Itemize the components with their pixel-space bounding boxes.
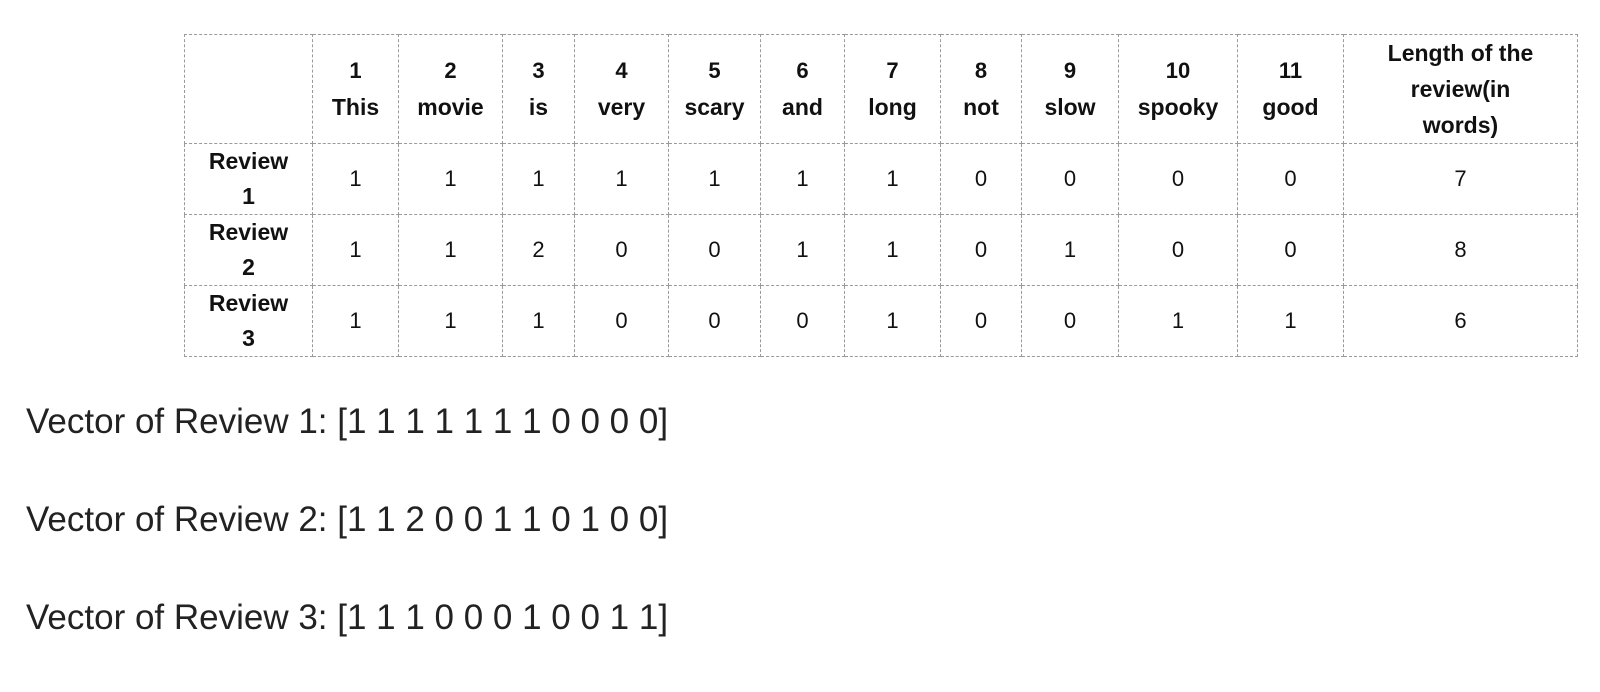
column-index: 9 <box>1063 58 1077 83</box>
column-index: 5 <box>708 58 721 83</box>
table-cell: 1 <box>398 214 503 286</box>
table-cell: 0 <box>574 285 669 357</box>
column-index: 6 <box>796 58 809 83</box>
length-cell: 8 <box>1343 214 1578 286</box>
table-cell: 0 <box>668 214 761 286</box>
vector-review-3: Vector of Review 3: [1 1 1 0 0 0 1 0 0 1… <box>26 598 669 637</box>
column-word: slow <box>1044 94 1096 120</box>
bag-of-words-table: 1 This 2 movie 3 is 4 very 5 scary <box>184 34 1578 357</box>
table-cell: 1 <box>312 214 399 286</box>
column-header-length: Length of the review(in words) <box>1343 34 1578 144</box>
column-index: 11 <box>1278 58 1303 83</box>
column-word: long <box>868 94 917 120</box>
column-header-spooky: 10 spooky <box>1118 34 1238 144</box>
table-cell: 1 <box>398 285 503 357</box>
table-cell: 1 <box>1237 285 1344 357</box>
table-cell: 1 <box>574 143 669 215</box>
vector-review-2: Vector of Review 2: [1 1 2 0 0 1 1 0 1 0… <box>26 500 669 539</box>
table-header-row: 1 This 2 movie 3 is 4 very 5 scary <box>184 34 1578 144</box>
table-cell: 0 <box>1118 143 1238 215</box>
column-word: is <box>528 94 549 120</box>
table-cell: 1 <box>760 143 845 215</box>
column-header-scary: 5 scary <box>668 34 761 144</box>
length-cell: 6 <box>1343 285 1578 357</box>
column-header-good: 11 good <box>1237 34 1344 144</box>
column-word: not <box>963 94 999 120</box>
length-header-line: Length of the <box>1387 40 1534 66</box>
column-index: 10 <box>1165 58 1191 83</box>
length-cell: 7 <box>1343 143 1578 215</box>
column-index: 4 <box>615 58 628 83</box>
table-row-review-2: Review 2 1 1 2 0 0 1 1 0 1 0 0 8 <box>184 214 1578 286</box>
bag-of-words-table-container: 1 This 2 movie 3 is 4 very 5 scary <box>184 34 1578 357</box>
table-row-review-1: Review 1 1 1 1 1 1 1 1 0 0 0 0 7 <box>184 143 1578 215</box>
table-cell: 1 <box>1118 285 1238 357</box>
row-header-number: 3 <box>242 325 255 351</box>
table-corner-cell <box>184 34 313 144</box>
table-cell: 1 <box>844 143 941 215</box>
column-word: scary <box>684 94 745 120</box>
table-cell: 1 <box>502 143 575 215</box>
table-cell: 0 <box>574 214 669 286</box>
row-header-number: 2 <box>242 254 255 280</box>
row-header: Review 3 <box>184 285 313 357</box>
table-cell: 1 <box>1021 214 1119 286</box>
table-cell: 0 <box>1237 143 1344 215</box>
column-header-this: 1 This <box>312 34 399 144</box>
column-header-and: 6 and <box>760 34 845 144</box>
column-header-long: 7 long <box>844 34 941 144</box>
column-index: 2 <box>444 58 457 83</box>
table-cell: 2 <box>502 214 575 286</box>
row-header-number: 1 <box>242 183 255 209</box>
table-cell: 0 <box>940 143 1022 215</box>
column-word: movie <box>417 94 484 120</box>
table-cell: 1 <box>844 285 941 357</box>
table-cell: 1 <box>312 285 399 357</box>
column-index: 3 <box>532 58 545 83</box>
table-cell: 0 <box>1021 285 1119 357</box>
column-index: 1 <box>349 58 362 83</box>
review-vectors: Vector of Review 1: [1 1 1 1 1 1 1 0 0 0… <box>26 398 668 692</box>
table-cell: 1 <box>760 214 845 286</box>
column-word: very <box>597 94 646 120</box>
column-header-very: 4 very <box>574 34 669 144</box>
table-cell: 1 <box>312 143 399 215</box>
table-cell: 1 <box>844 214 941 286</box>
column-word: good <box>1262 94 1319 120</box>
table-cell: 1 <box>668 143 761 215</box>
column-header-not: 8 not <box>940 34 1022 144</box>
table-row-review-3: Review 3 1 1 1 0 0 0 1 0 0 1 1 6 <box>184 285 1578 357</box>
table-cell: 0 <box>1118 214 1238 286</box>
column-index: 7 <box>886 58 899 83</box>
column-word: and <box>782 94 823 120</box>
column-word: This <box>331 94 380 120</box>
column-header-is: 3 is <box>502 34 575 144</box>
table-cell: 1 <box>398 143 503 215</box>
table-cell: 0 <box>1021 143 1119 215</box>
row-header-word: Review <box>208 219 289 245</box>
column-header-movie: 2 movie <box>398 34 503 144</box>
length-header-line: words) <box>1422 112 1499 138</box>
row-header-word: Review <box>208 148 289 174</box>
table-cell: 0 <box>668 285 761 357</box>
column-header-slow: 9 slow <box>1021 34 1119 144</box>
column-word: spooky <box>1137 94 1219 120</box>
column-index: 8 <box>974 58 988 83</box>
row-header: Review 2 <box>184 214 313 286</box>
length-header-line: review(in <box>1410 76 1511 102</box>
table-cell: 0 <box>760 285 845 357</box>
row-header: Review 1 <box>184 143 313 215</box>
vector-review-1: Vector of Review 1: [1 1 1 1 1 1 1 0 0 0… <box>26 402 669 441</box>
table-cell: 1 <box>502 285 575 357</box>
table-cell: 0 <box>940 214 1022 286</box>
table-cell: 0 <box>1237 214 1344 286</box>
row-header-word: Review <box>208 290 289 316</box>
table-cell: 0 <box>940 285 1022 357</box>
